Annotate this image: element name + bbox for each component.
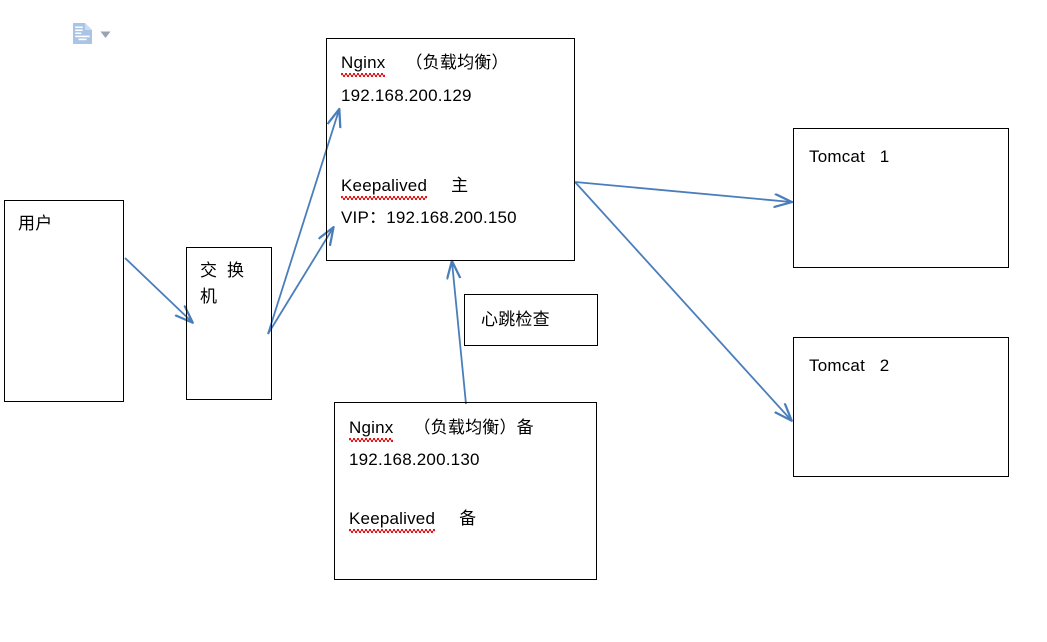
nginx-master-line-service: Keepalived 主: [341, 175, 469, 201]
nginx-master-ip: 192.168.200.129: [341, 86, 472, 105]
paste-options-document-icon[interactable]: [72, 22, 93, 45]
nginx-backup-line-service: Keepalived 备: [349, 508, 477, 534]
node-user-label: 用户: [18, 214, 53, 233]
node-heartbeat-label[interactable]: 心跳检查: [464, 294, 598, 346]
nginx-backup-ip: 192.168.200.130: [349, 450, 480, 469]
paste-options-smart-tag[interactable]: [70, 20, 118, 46]
connector-nginx-master-to-tomcat1: [574, 181, 791, 202]
connector-switch-to-nginx-master-lower: [267, 228, 333, 335]
tomcat-2-label: Tomcat 2: [809, 356, 890, 375]
nginx-backup-app-role: （负载均衡）备: [413, 418, 534, 437]
nginx-master-service-name: Keepalived: [341, 175, 428, 201]
nginx-master-app-role: （负载均衡）: [405, 53, 509, 72]
nginx-master-vip: VIP：192.168.200.150: [341, 208, 517, 227]
nginx-backup-service-role: 备: [459, 509, 477, 528]
node-user[interactable]: 用户: [4, 200, 124, 402]
node-tomcat-1[interactable]: Tomcat 1: [793, 128, 1009, 268]
nginx-master-service-role: 主: [451, 176, 469, 195]
node-tomcat-2[interactable]: Tomcat 2: [793, 337, 1009, 477]
nginx-master-line-app: Nginx （负载均衡）: [341, 52, 509, 78]
nginx-backup-service-name: Keepalived: [349, 508, 436, 534]
node-nginx-backup[interactable]: Nginx （负载均衡）备 192.168.200.130 Keepalived 备: [334, 402, 597, 580]
nginx-backup-app-name: Nginx: [349, 417, 394, 443]
node-switch[interactable]: 交 换 机: [186, 247, 272, 400]
connector-nginx-master-to-tomcat2: [574, 181, 791, 420]
connector-user-to-switch: [124, 257, 192, 322]
node-switch-label-line2: 机: [200, 287, 218, 306]
nginx-master-app-name: Nginx: [341, 52, 386, 78]
dropdown-caret-icon[interactable]: [100, 30, 111, 39]
heartbeat-label: 心跳检查: [481, 310, 550, 329]
nginx-backup-line-app: Nginx （负载均衡）备: [349, 417, 534, 443]
tomcat-1-label: Tomcat 1: [809, 147, 890, 166]
node-switch-label-line1: 交 换: [200, 261, 245, 280]
